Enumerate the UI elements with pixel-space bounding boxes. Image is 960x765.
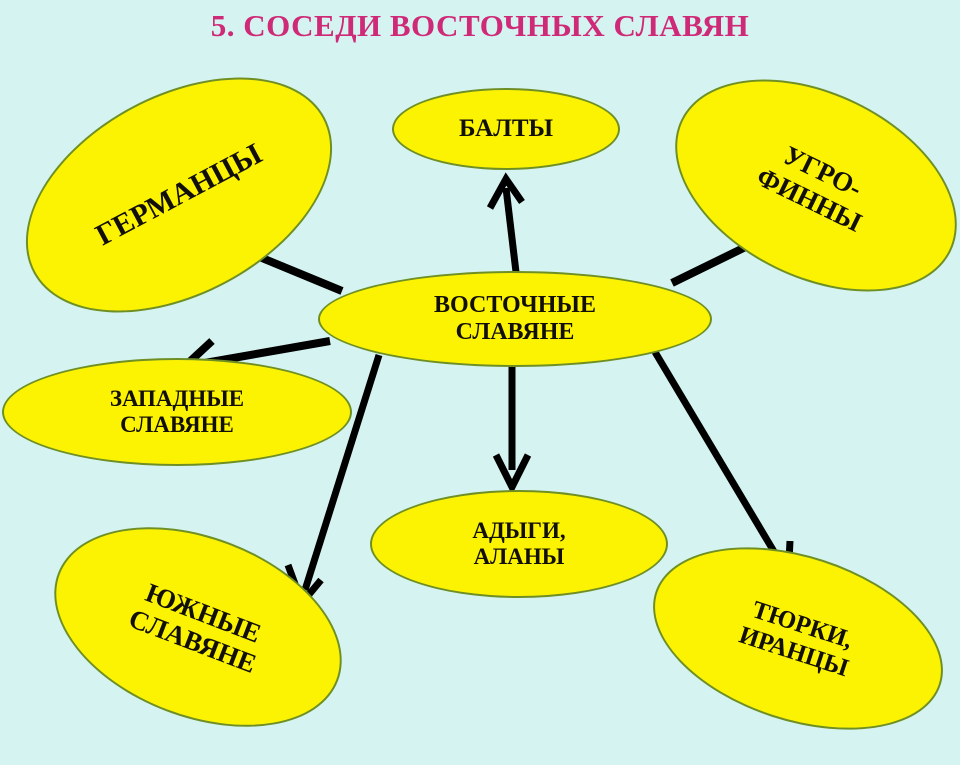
- page-title: 5. СОСЕДИ ВОСТОЧНЫХ СЛАВЯН: [210, 8, 750, 43]
- node-label-germanic: ГЕРМАНЦЫ: [90, 137, 268, 253]
- node-label-finno-ugric: УГРО- ФИННЫ: [752, 140, 867, 238]
- node-label-balts: БАЛТЫ: [458, 115, 554, 142]
- node-west-slavs[interactable]: ЗАПАДНЫЕ СЛАВЯНЕ: [2, 358, 352, 466]
- arrow-center-to-balty: [486, 172, 525, 273]
- diagram-canvas: 5. СОСЕДИ ВОСТОЧНЫХ СЛАВЯН: [0, 8, 960, 765]
- node-east-slavs[interactable]: ВОСТОЧНЫЕ СЛАВЯНЕ: [318, 271, 712, 367]
- node-adyghe-alans[interactable]: АДЫГИ, АЛАНЫ: [370, 490, 668, 598]
- node-balts[interactable]: БАЛТЫ: [392, 88, 620, 170]
- node-label-west-slavs: ЗАПАДНЫЕ СЛАВЯНЕ: [109, 386, 245, 437]
- node-label-adyghe-alans: АДЫГИ, АЛАНЫ: [472, 518, 566, 569]
- arrow-center-to-adygi-alany: [492, 366, 532, 495]
- node-label-south-slavs: ЮЖНЫЕ СЛАВЯНЕ: [124, 577, 266, 679]
- arrow-center-to-turki-irancy: [651, 350, 794, 589]
- node-label-east-slavs: ВОСТОЧНЫЕ СЛАВЯНЕ: [434, 292, 596, 345]
- node-label-turks-iranians: ТЮРКИ, ИРАНЦЫ: [735, 595, 857, 682]
